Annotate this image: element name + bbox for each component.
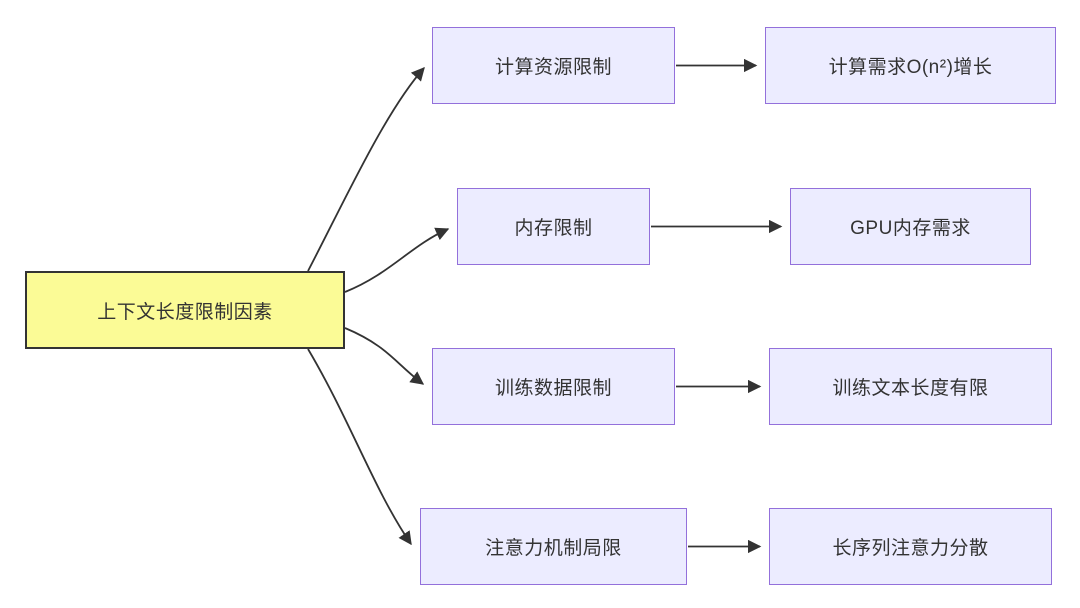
leaf-node-long-sequence-attention: 长序列注意力分散 xyxy=(769,508,1052,585)
edge-root-to-mid-0 xyxy=(307,66,425,272)
edge-root-to-mid-2 xyxy=(344,327,425,385)
leaf-node-training-text-length: 训练文本长度有限 xyxy=(769,348,1052,425)
edge-root-to-mid-1 xyxy=(344,227,450,293)
mid-node-compute-resource-limit: 计算资源限制 xyxy=(432,27,675,104)
leaf-node-compute-growth: 计算需求O(n²)增长 xyxy=(765,27,1056,104)
mid-node-training-data-limit: 训练数据限制 xyxy=(432,348,675,425)
mid-node-attention-mechanism-limit: 注意力机制局限 xyxy=(420,508,687,585)
mid-node-memory-limit: 内存限制 xyxy=(457,188,650,265)
edge-root-to-mid-3 xyxy=(307,348,412,546)
root-node: 上下文长度限制因素 xyxy=(25,271,345,349)
leaf-node-gpu-memory-demand: GPU内存需求 xyxy=(790,188,1031,265)
